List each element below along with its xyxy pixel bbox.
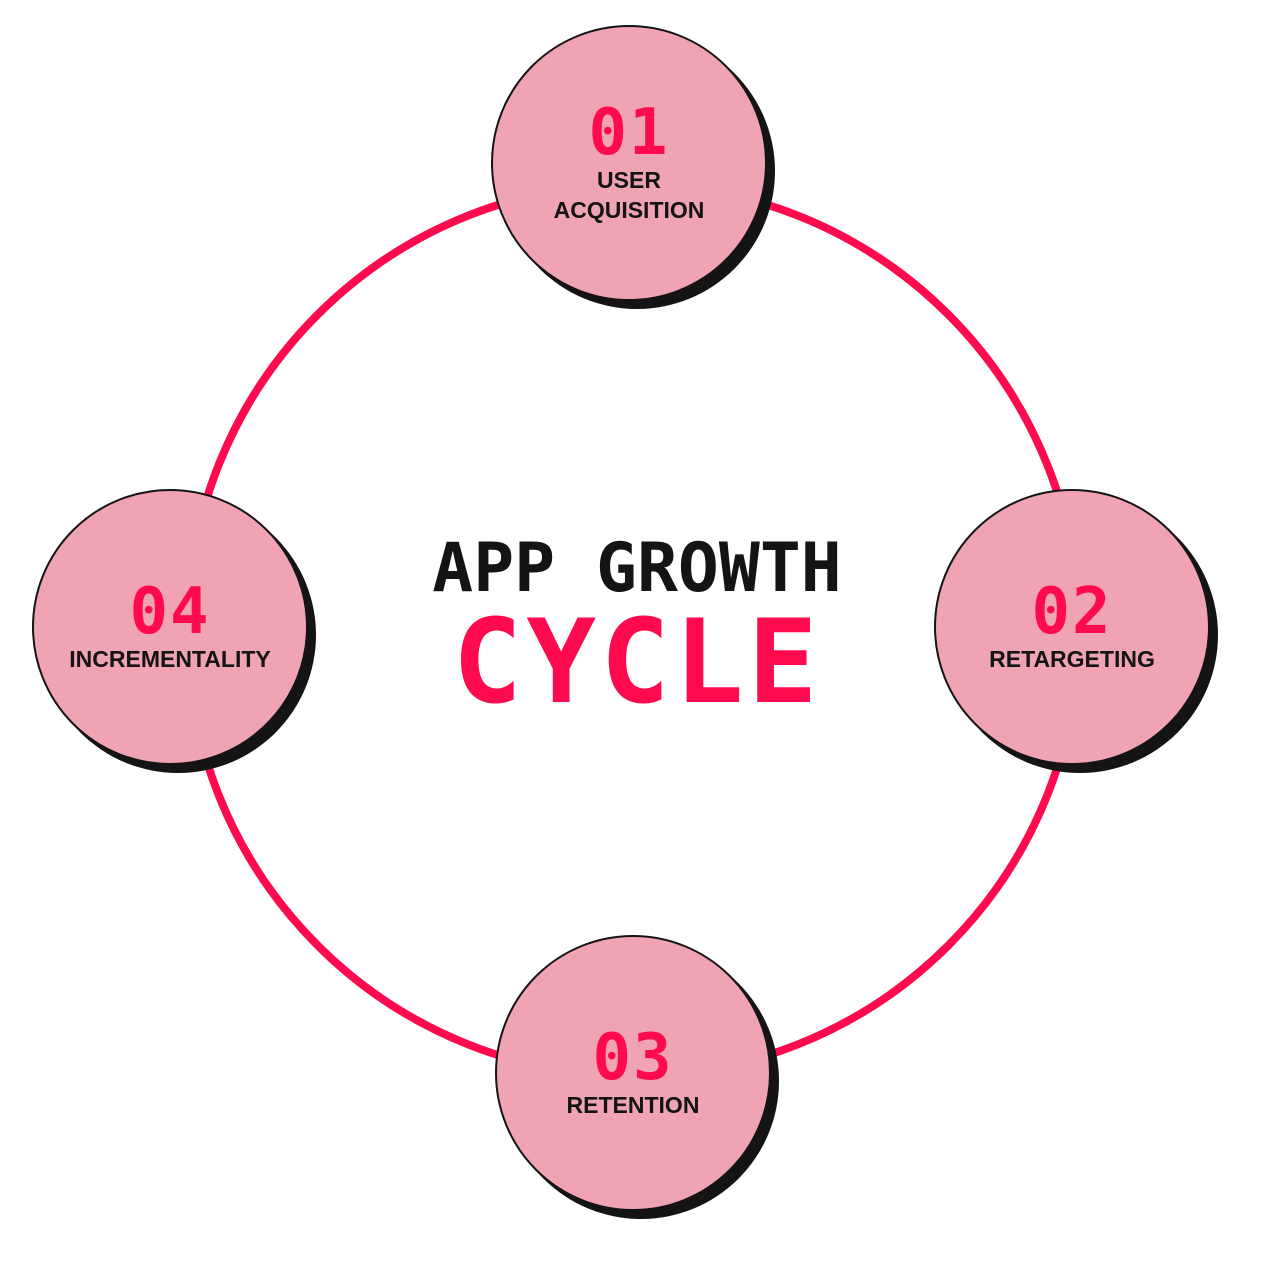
step-02-number: 02: [1031, 575, 1113, 649]
step-03-number: 03: [592, 1021, 674, 1095]
step-02-label: RETARGETING: [989, 646, 1155, 672]
step-04-label: INCREMENTALITY: [69, 646, 271, 672]
title-line-1: APP GROWTH: [432, 529, 842, 608]
step-04-number: 04: [129, 575, 211, 649]
title-line-2: CYCLE: [452, 595, 822, 730]
step-01-number: 01: [588, 96, 670, 170]
step-01-label: USER ACQUISITION: [553, 167, 705, 223]
step-01-circle: 01 USER ACQUISITION: [491, 25, 767, 301]
step-03-circle: 03 RETENTION: [495, 935, 771, 1211]
step-03-label: RETENTION: [566, 1092, 700, 1118]
step-04-circle: 04 INCREMENTALITY: [32, 489, 308, 765]
step-02-circle: 02 RETARGETING: [934, 489, 1210, 765]
